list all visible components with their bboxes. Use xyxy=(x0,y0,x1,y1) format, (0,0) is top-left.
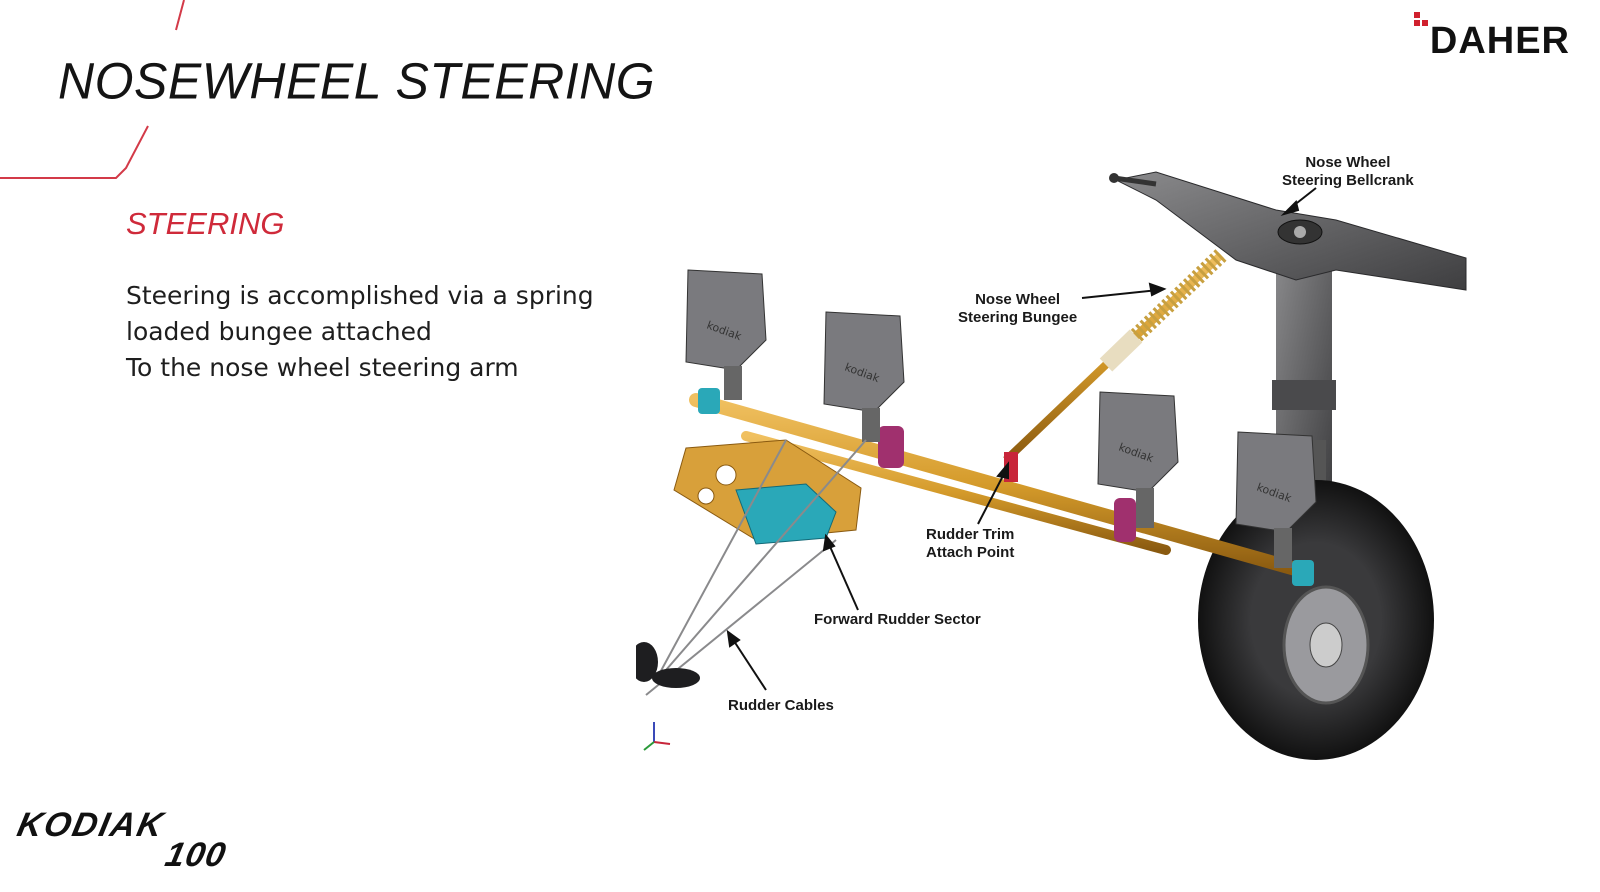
slide-title: NOSEWHEEL STEERING xyxy=(58,52,656,110)
steering-diagram: kodiak kodiak kodiak kodiak xyxy=(630,140,1476,774)
steering-diagram-illustration: kodiak kodiak kodiak kodiak xyxy=(630,171,1467,760)
body-line: loaded bungee attached xyxy=(126,317,432,346)
forward-rudder-sector xyxy=(673,439,862,545)
nose-wheel-steering-bungee xyxy=(1003,249,1227,463)
label-bellcrank: Nose Wheel Steering Bellcrank xyxy=(1282,154,1414,189)
daher-logo: DAHER xyxy=(1413,10,1570,62)
leader-arrows xyxy=(726,187,1317,691)
daher-logo-text: DAHER xyxy=(1429,20,1570,62)
rudder-pedals: kodiak kodiak kodiak kodiak xyxy=(685,269,1317,568)
label-trim-attach: Rudder Trim Attach Point xyxy=(926,526,1015,561)
label-rudder-cables: Rudder Cables xyxy=(728,697,834,714)
axis-triad-icon xyxy=(643,722,671,751)
decorative-frame-lines xyxy=(0,0,185,179)
kodiak-logo-number: 100 xyxy=(161,836,230,874)
label-bungee: Nose Wheel Steering Bungee xyxy=(958,291,1078,326)
body-text: Steering is accomplished via a spring lo… xyxy=(126,278,646,386)
body-line: Steering is accomplished via a spring xyxy=(126,281,594,310)
body-line: To the nose wheel steering arm xyxy=(126,353,519,382)
rudder-torque-tube xyxy=(689,393,1313,579)
daher-logo-mark xyxy=(1413,12,1428,26)
nose-wheel-tire xyxy=(1198,480,1434,760)
nose-wheel-steering-bellcrank xyxy=(1109,171,1467,291)
section-subtitle: STEERING xyxy=(126,206,285,241)
kodiak-logo: KODIAK 100 xyxy=(14,806,230,874)
rudder-cables xyxy=(630,439,867,696)
label-forward-rudder-sector: Forward Rudder Sector xyxy=(814,611,981,628)
torque-tube-clamps xyxy=(698,388,1314,586)
